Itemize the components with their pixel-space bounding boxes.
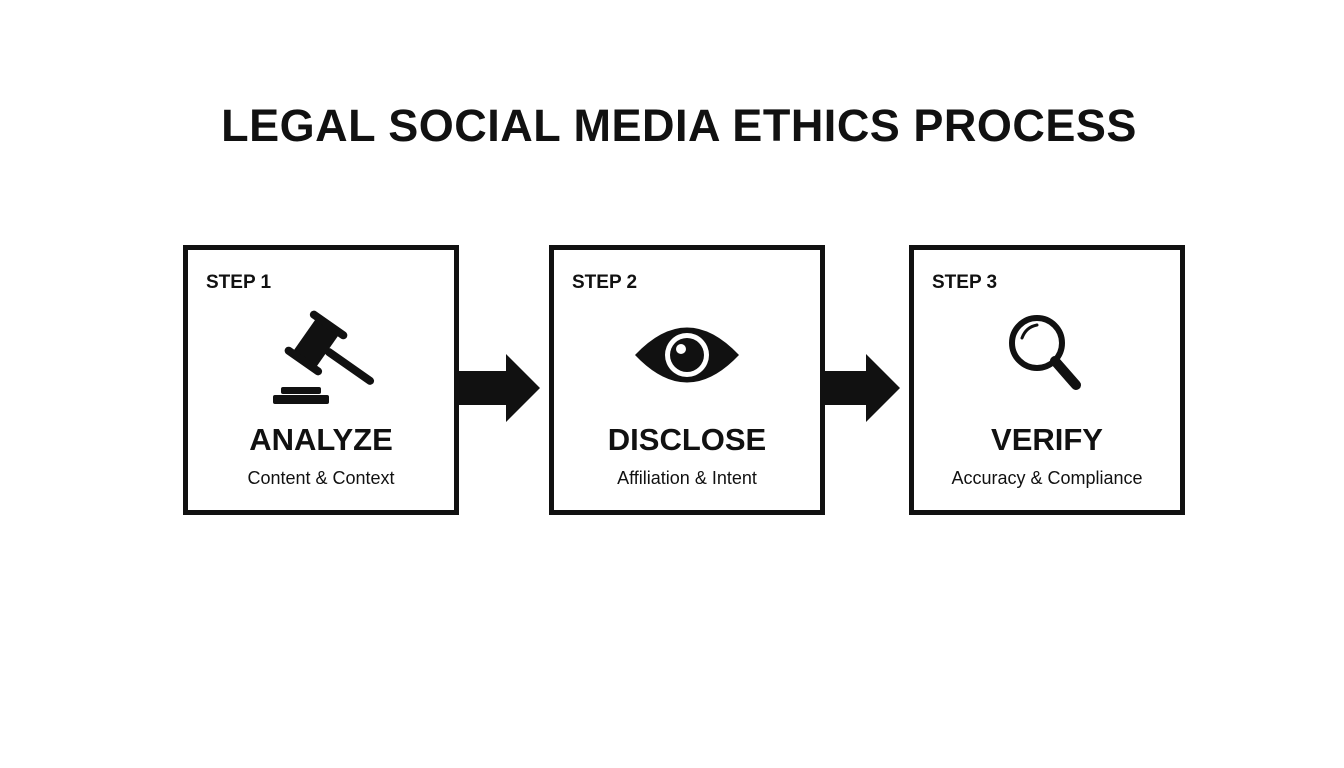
- eye-icon: [554, 305, 820, 410]
- step-subtitle: Accuracy & Compliance: [951, 468, 1143, 488]
- magnifying-glass-icon: [914, 305, 1180, 410]
- arrow-right-icon: [820, 354, 900, 422]
- gavel-icon: [188, 305, 454, 410]
- step-1-box: STEP 1 ANALYZE Content & Context: [183, 245, 459, 515]
- step-name: VERIFY: [991, 422, 1103, 457]
- step-name: DISCLOSE: [607, 422, 767, 457]
- arrow-right-icon: [458, 354, 540, 422]
- step-3-box: STEP 3 VERIFY Accuracy & Compliance: [909, 245, 1185, 515]
- step-2-box: STEP 2 DISCLOSE Affiliation & Intent: [549, 245, 825, 515]
- step-label: STEP 2: [572, 272, 638, 293]
- step-subtitle: Affiliation & Intent: [617, 468, 757, 488]
- step-label: STEP 1: [206, 272, 272, 293]
- diagram-title: LEGAL SOCIAL MEDIA ETHICS PROCESS: [221, 100, 1137, 151]
- step-name: ANALYZE: [249, 422, 393, 457]
- step-subtitle: Content & Context: [247, 468, 395, 488]
- step-label: STEP 3: [932, 272, 998, 293]
